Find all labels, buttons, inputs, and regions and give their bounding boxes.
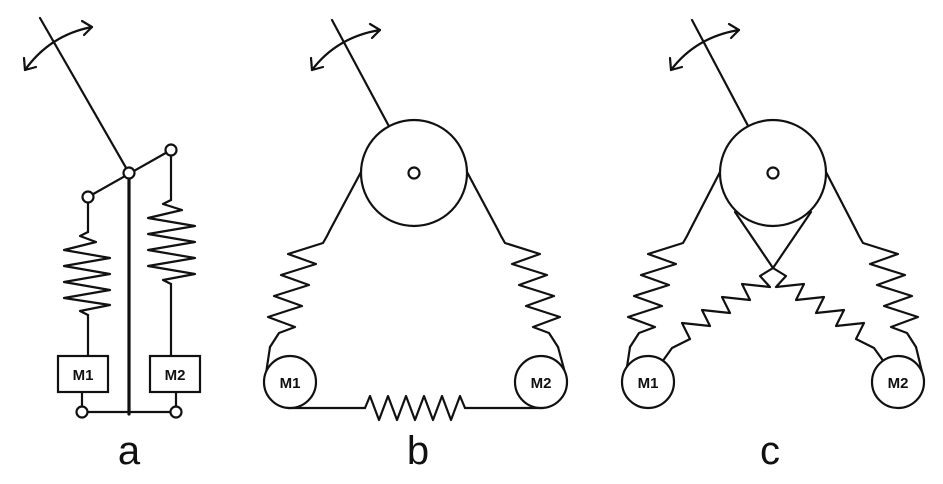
panel-label: a [118, 429, 141, 473]
spring-outer-left [626, 228, 692, 349]
spring-left [266, 228, 332, 349]
cross-cable [733, 210, 775, 270]
panel-label: c [760, 429, 780, 473]
mass-label: M1 [280, 375, 301, 392]
rotation-arrow-icon [22, 19, 94, 72]
mass-circle-m2: M2 [870, 354, 926, 410]
rotation-arrow-icon [668, 22, 741, 72]
pulley-axle [407, 166, 421, 180]
spring-inner-right [771, 266, 895, 374]
mass-label: M2 [888, 375, 909, 392]
rotation-arrow-icon [309, 22, 382, 72]
mass-box-m2: M2 [148, 354, 202, 394]
pivot [75, 405, 89, 419]
mass-label: M1 [73, 367, 94, 384]
panel-b: M1 M2 b [262, 18, 569, 473]
pivot [164, 143, 178, 157]
panel-c: M1 M2 c [620, 18, 926, 473]
mass-circle-m1: M1 [262, 354, 318, 410]
mass-label: M1 [638, 375, 659, 392]
lever-arm [38, 16, 131, 175]
spring-outer-right [854, 228, 920, 349]
mass-box-m1: M1 [56, 354, 110, 394]
mass-label: M2 [531, 375, 552, 392]
mass-circle-m2: M2 [513, 354, 569, 410]
pivot [122, 166, 136, 180]
spring-inner-left [649, 266, 775, 374]
cross-cable [771, 210, 813, 270]
spring-right [146, 198, 197, 286]
spring-left [62, 230, 112, 317]
panel-a: M1 M2 a [22, 16, 202, 473]
pivot [81, 190, 95, 204]
pulley-axle [766, 166, 780, 180]
panel-label: b [407, 429, 429, 473]
pivot [169, 405, 183, 419]
spring-right [496, 228, 562, 349]
spring-bottom [363, 394, 467, 422]
mass-label: M2 [165, 367, 186, 384]
mass-circle-m1: M1 [620, 354, 676, 410]
